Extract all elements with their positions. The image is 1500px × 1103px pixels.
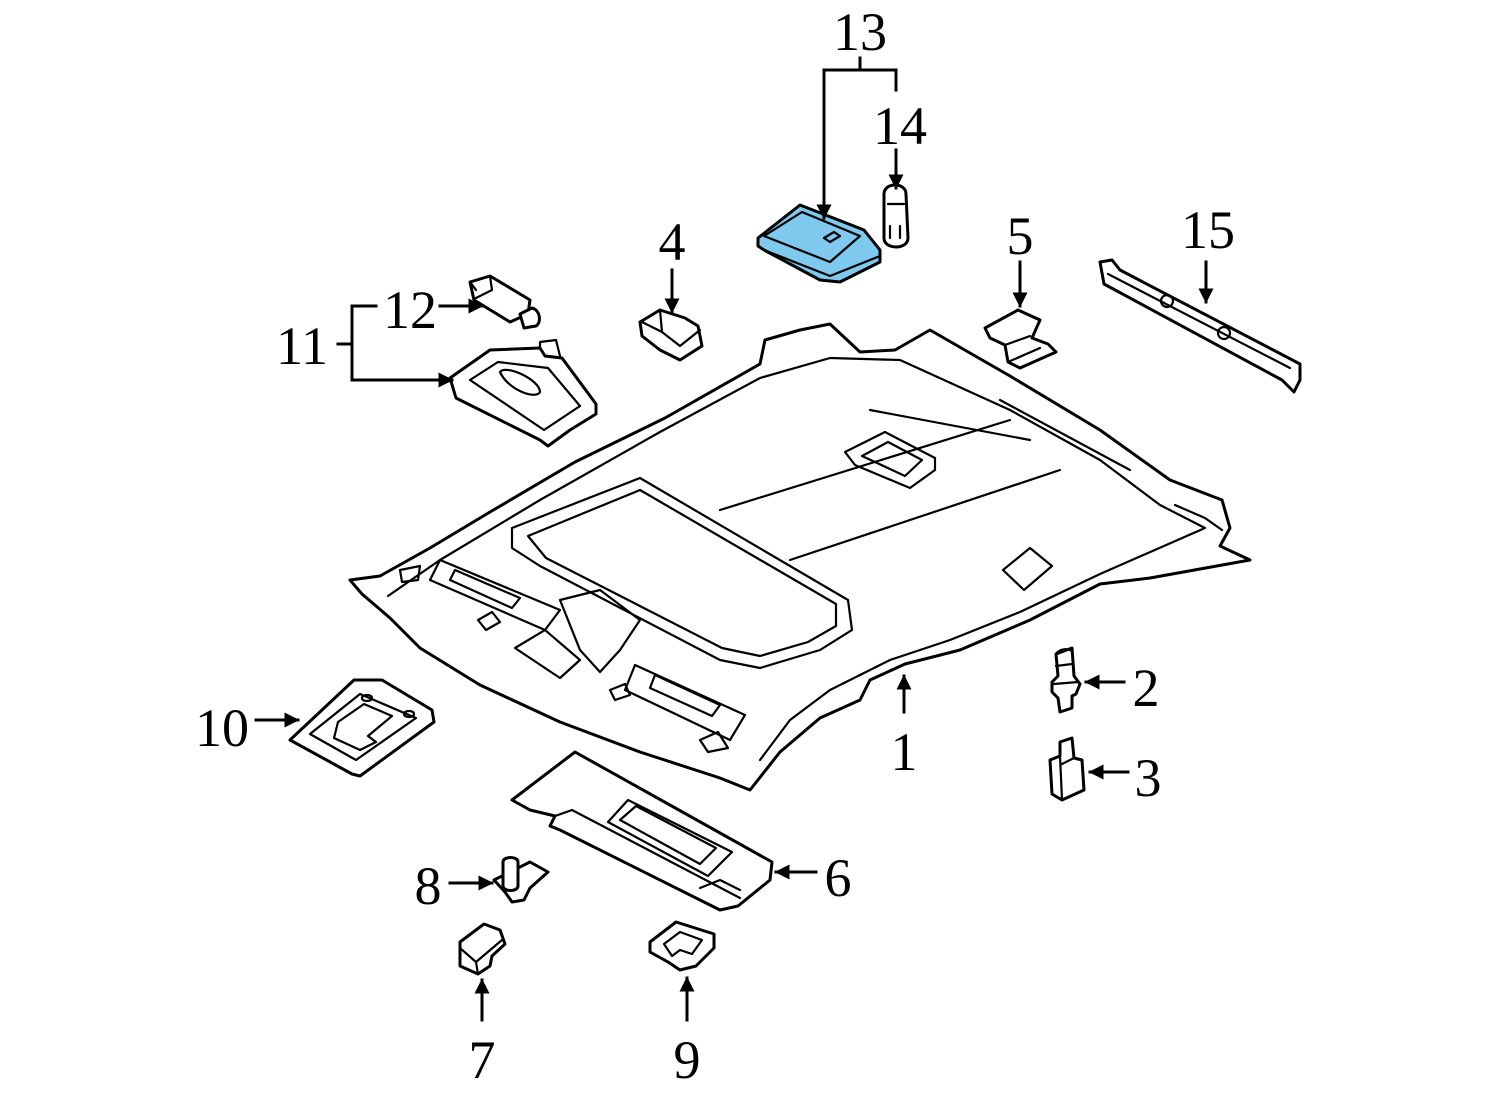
callout-3: 3 [1135,748,1162,808]
part-8-visor-mount[interactable] [492,856,550,904]
part-4-clip[interactable] [638,308,704,362]
callout-15: 15 [1181,200,1235,260]
callout-11: 11 [276,316,328,376]
part-7-visor-clip[interactable] [458,922,507,976]
part-3-retainer[interactable] [1048,736,1086,802]
callout-4: 4 [659,212,686,272]
leader-lines [254,56,1214,1022]
callout-8: 8 [415,856,442,916]
callout-1: 1 [891,722,918,782]
part-13-dome-lamp[interactable] [756,203,882,284]
callout-numbers: 1 2 3 4 5 6 7 8 9 10 11 12 13 14 15 [195,2,1235,1090]
callout-7: 7 [469,1030,496,1090]
part-12-bulb-socket[interactable] [468,274,541,330]
part-14-bulb[interactable] [882,183,910,249]
part-6-sun-visor[interactable] [510,750,774,912]
callout-10: 10 [195,698,249,758]
callout-2: 2 [1133,658,1160,718]
part-11-lamp-housing[interactable] [448,338,598,448]
part-1-headliner[interactable] [348,322,1252,792]
part-15-roof-rail[interactable] [1098,258,1302,394]
callout-6: 6 [825,848,852,908]
callout-14: 14 [873,96,927,156]
part-10-console-pad[interactable] [288,678,436,778]
callout-9: 9 [674,1030,701,1090]
callout-13: 13 [833,2,887,62]
part-2-clip[interactable] [1050,646,1082,714]
part-9-hook-bezel[interactable] [648,920,716,972]
part-5-bracket[interactable] [983,308,1058,370]
callout-12: 12 [383,280,437,340]
callout-5: 5 [1007,206,1034,266]
